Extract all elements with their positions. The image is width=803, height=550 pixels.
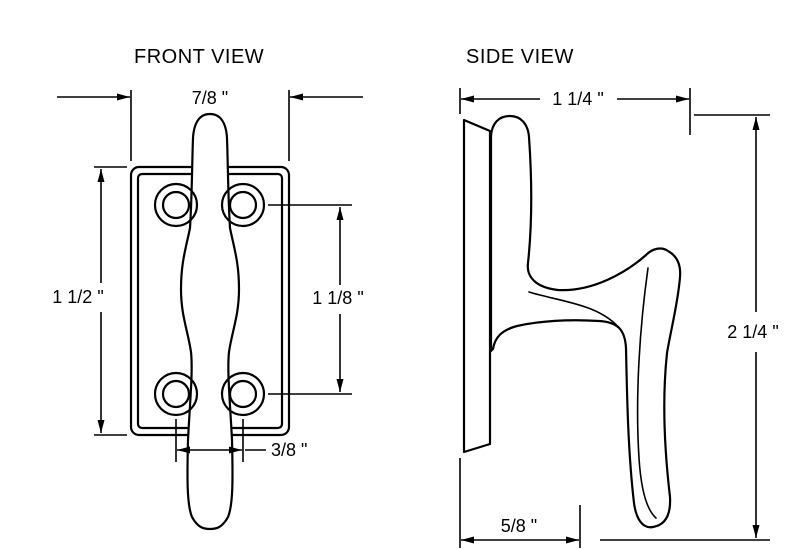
front-view: FRONT VIEW 7/8 " (52, 46, 364, 531)
screw-hole-bottom-right-outer (220, 371, 266, 417)
side-handle-grip-contour (636, 267, 657, 519)
side-view: SIDE VIEW 1 1/4 " 2 1/4 " (459, 46, 779, 548)
screw-hole-top-right-outer (220, 182, 266, 228)
dim-label-overall-height: 2 1/4 " (727, 322, 778, 342)
side-handle-outline (489, 114, 682, 529)
dim-label-base-depth: 5/8 " (501, 516, 537, 536)
front-dim-plate-height: 1 1/2 " (52, 166, 127, 436)
screw-hole-bottom-left-outer (153, 371, 199, 417)
front-dim-hole-spacing-horizontal: 3/8 " (175, 419, 307, 462)
screw-hole-top-right-inner (228, 190, 258, 220)
screw-hole-bottom-left-inner (161, 379, 191, 409)
dim-label-plate-width: 7/8 " (192, 88, 228, 108)
dim-label-hole-spacing-vertical: 1 1/8 " (312, 288, 363, 308)
front-handle-outline (179, 112, 241, 531)
side-view-title: SIDE VIEW (466, 46, 574, 68)
dim-label-hole-spacing-horizontal: 3/8 " (271, 440, 307, 460)
dim-label-plate-height: 1 1/2 " (52, 287, 103, 307)
front-view-title: FRONT VIEW (134, 46, 264, 68)
screw-hole-bottom-right-inner (228, 379, 258, 409)
side-plate-profile (462, 118, 492, 454)
side-handle-arm-contour (528, 291, 622, 331)
front-dim-plate-width: 7/8 " (57, 88, 363, 161)
screw-hole-top-left-outer (153, 182, 199, 228)
side-dim-overall-height: 2 1/4 " (600, 114, 779, 541)
screw-hole-top-left-inner (161, 190, 191, 220)
side-dim-overall-depth: 1 1/4 " (459, 88, 691, 135)
dim-label-overall-depth: 1 1/4 " (552, 89, 603, 109)
front-dim-hole-spacing-vertical: 1 1/8 " (268, 204, 364, 395)
side-dim-base-depth: 5/8 " (459, 458, 581, 548)
